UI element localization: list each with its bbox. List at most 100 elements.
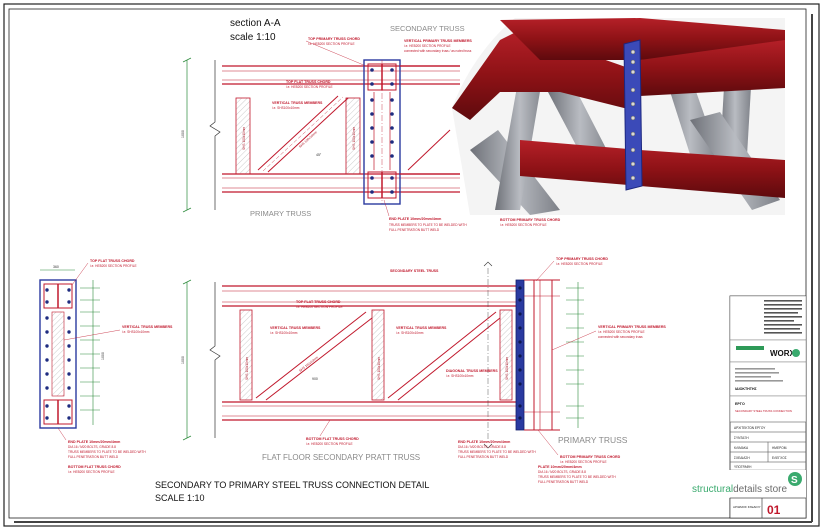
main-label-weld2: FULL PENETRATION BUTT WELD: [458, 455, 509, 459]
top-label-top-primary-chord-sub: i.e. HEB200 SECTION PROFILE: [308, 42, 355, 46]
top-label-end-plate-sub2: FULL PENETRATION BUTT WELD: [389, 228, 440, 232]
title-block-owner-label: ΙΔΙΟΚΤΗΤΗΣ: [735, 387, 758, 391]
main-label-plate: PLATE 10mm/20mm/4mm: [538, 465, 582, 469]
top-dim-angle: 45°: [316, 153, 322, 157]
title-block-sheet-label: ΑΡΙΘΜΟΣ ΣΧΕΔΙΟΥ: [733, 505, 761, 509]
render-red-chord-bottom: [520, 140, 785, 198]
main-vertical-3: [499, 309, 513, 401]
main-label-diagonal-sub: i.e. SHS100x10mm: [446, 374, 474, 378]
top-label-top-flat-chord: TOP FLAT TRUSS CHORD: [286, 80, 331, 84]
title-block-brand-icon-glyph: S: [791, 475, 798, 486]
title-block-row-0: ΑΡΧΙΤΕΚΤΩΝ ΕΡΓΟΥ: [734, 426, 766, 430]
main-label-vertical-1-sub: i.e. SHS100x10mm: [270, 331, 298, 335]
main-member-size-3: SHS 100x10mm: [505, 356, 509, 380]
left-dim-top-value: 360: [53, 265, 59, 269]
left-vertical-section: [51, 311, 65, 397]
title-block-row-4: ΣΧΕΔΙΑΣΗ: [734, 456, 750, 460]
main-member-size-1: SHS 100x10mm: [245, 356, 249, 380]
title-block-brand-panel: [692, 470, 806, 498]
main-member-size-4: SHS 100x10mm: [298, 355, 319, 373]
title-block: WORX ΙΔΙΟΚΤΗΤΗΣ ΕΡΓΟ SECONDARY STEEL TRU…: [692, 295, 807, 519]
main-label-vertical-2: VERTICAL TRUSS MEMBERS: [396, 326, 447, 330]
main-label-diagonal: DIAGONAL TRUSS MEMBERS: [446, 369, 498, 373]
top-chord-top: [222, 65, 460, 85]
main-bolts: [518, 286, 522, 420]
top-label-vertical-members-sub: i.e. SHS100x10mm: [272, 106, 300, 110]
main-break-line: [209, 282, 221, 438]
section-scale: scale 1:10: [230, 32, 276, 43]
left-bolt-group: [45, 288, 71, 420]
render-red-chord-top: [452, 30, 640, 120]
main-label-plate-weld1: TRUSS MEMBERS TO PLATE TO BE WELDED WITH: [538, 475, 616, 479]
title-block-brand-a: structural: [692, 484, 733, 495]
main-label-bottom-primary-chord-sub: i.e. HEB200 SECTION PROFILE: [560, 460, 607, 464]
top-label-top-flat-chord-sub: i.e. HEB200 SECTION PROFILE: [286, 85, 333, 89]
title-block-row-3: ΗΜΕΡΟΜ.: [772, 446, 787, 450]
top-label-end-plate: END PLATE 10mm/20mm/4mm: [389, 217, 441, 221]
render-red-chord-right: [640, 40, 785, 96]
main-label-primary-truss: PRIMARY TRUSS: [558, 435, 628, 445]
main-label-bottom-flat-chord-sub: i.e. HEB200 SECTION PROFILE: [306, 442, 353, 446]
top-label-bottom-primary-chord-sub: i.e. HEB200 SECTION PROFILE: [500, 223, 547, 227]
title-block-number-panel: [729, 497, 807, 519]
title-block-row-1: ΣΥΝΤΑΞΗ: [734, 436, 749, 440]
main-label-plate-weld2: FULL PENETRATION BUTT WELD: [538, 480, 589, 484]
left-label-bottom-flat-chord-sub: i.e. HEB200 SECTION PROFILE: [68, 470, 115, 474]
title-block-row-2: ΚΛΙΜΑΚΑ: [734, 446, 749, 450]
top-member-size-1: SHS 100x10mm: [242, 126, 246, 150]
top-vertical-member-2: [345, 97, 361, 175]
main-label-bottom-primary-chord: BOTTOM PRIMARY TRUSS CHORD: [560, 455, 621, 459]
main-dim-tick-1: [182, 279, 192, 285]
main-leader-bottom: [319, 419, 331, 437]
main-leader-vertical-primary: [551, 330, 597, 351]
left-label-vertical-members-sub: i.e. SHS100x10mm: [122, 330, 150, 334]
left-view: 360 1000 TOP FLAT TRUSS CHORD: [39, 259, 173, 474]
main-label-bottom-flat-chord: BOTTOM FLAT TRUSS CHORD: [306, 437, 359, 441]
top-dim-height: 1000: [181, 130, 185, 138]
left-label-top-flat-chord: TOP FLAT TRUSS CHORD: [90, 259, 135, 263]
main-label-vertical-primary-sub2: connected with secondary truss: [598, 335, 643, 339]
title-block-owner-panel: [729, 361, 807, 397]
left-label-end-plate: END PLATE 10mm/20mm/4mm: [68, 440, 120, 444]
rendered-3d-view: [452, 18, 785, 215]
main-label-plate-bolts: DIA 16 / M20 BOLTS, GRADE 8.8: [538, 470, 586, 474]
title-block-brand: structuraldetails store: [692, 484, 787, 495]
top-member-size-3: SHS 100x10mm: [352, 126, 356, 150]
drawing-scale: SCALE 1:10: [155, 493, 205, 503]
main-diagonal-1: [255, 311, 373, 401]
top-dim-tick-2: [182, 207, 192, 213]
title-block-owner-text: [735, 368, 783, 382]
top-label-vertical-members: VERTICAL TRUSS MEMBERS: [272, 101, 323, 105]
drawing-title: SECONDARY TO PRIMARY STEEL TRUSS CONNECT…: [155, 480, 429, 490]
main-bottom-chord: [222, 401, 520, 421]
main-label-top-flat-chord: TOP FLAT TRUSS CHORD: [296, 300, 341, 304]
top-label-secondary-truss: SECONDARY TRUSS: [390, 24, 465, 33]
main-label-flat-floor: FLAT FLOOR SECONDARY PRATT TRUSS: [262, 453, 420, 462]
title-block-fine-text: [764, 300, 802, 334]
main-label-vertical-primary: VERTICAL PRIMARY TRUSS MEMBERS: [598, 325, 666, 329]
main-label-vertical-primary-sub1: i.e. HEB200 SECTION PROFILE: [598, 330, 645, 334]
title-block-project-panel: [729, 395, 807, 423]
left-label-weld2: FULL PENETRATION BUTT WELD: [68, 455, 119, 459]
title-block-brand-b: details store: [733, 484, 787, 495]
left-label-bottom-flat-chord: BOTTOM FLAT TRUSS CHORD: [68, 465, 121, 469]
top-label-vertical-primary-sub2: connected with secondary truss / as note…: [404, 49, 472, 53]
top-leader-2: [383, 199, 390, 217]
main-label-top-primary-chord: TOP PRIMARY TRUSS CHORD: [556, 257, 608, 261]
top-primary-column: [363, 59, 401, 205]
top-break-line: [209, 60, 221, 210]
left-dim-side-value: 1000: [101, 352, 105, 360]
main-label-end-plate: END PLATE 10mm/20mm/4mm: [458, 440, 510, 444]
top-label-bottom-primary-chord: BOTTOM PRIMARY TRUSS CHORD: [500, 218, 561, 222]
top-secondary-chords: [400, 65, 460, 175]
title-block-row-6: ΥΠΟΓΡΑΦΗ: [734, 465, 752, 469]
top-label-vertical-primary: VERTICAL PRIMARY TRUSS MEMBERS: [404, 39, 472, 43]
title-block-logo-mark: [792, 349, 800, 357]
left-leader-2: [63, 329, 121, 341]
top-chord-bottom: [222, 173, 460, 193]
main-top-chord: [222, 285, 520, 307]
main-label-bolts: DIA 16 / M20 BOLTS, GRADE 8.8: [458, 445, 506, 449]
main-label-secondary-steel-truss: SECONDARY STEEL TRUSS: [390, 269, 439, 273]
top-label-vertical-primary-sub1: i.e. HEB200 SECTION PROFILE: [404, 44, 451, 48]
